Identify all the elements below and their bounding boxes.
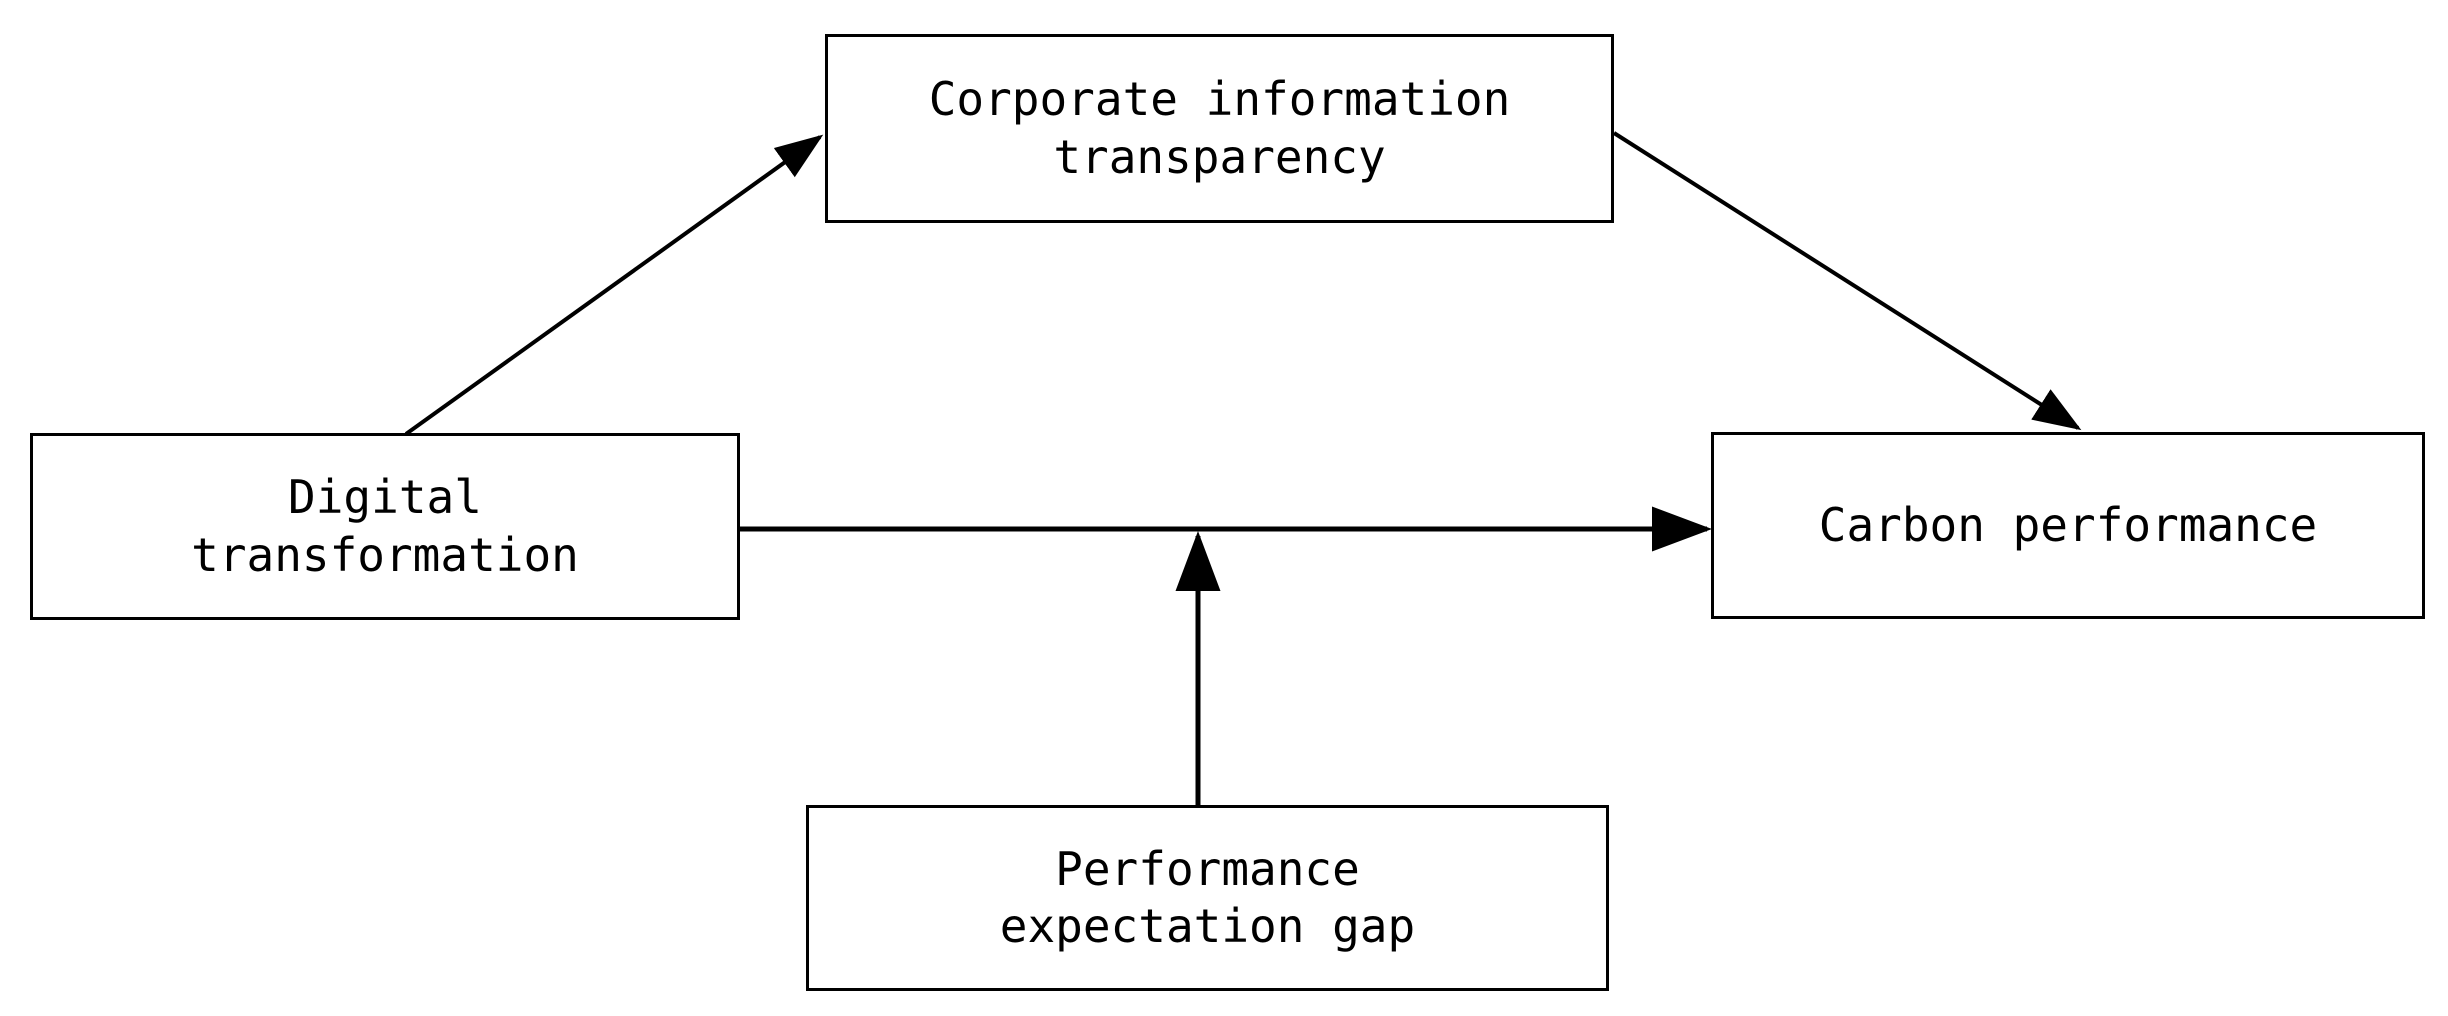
node-label-performance-expectation-gap: Performance expectation gap (999, 841, 1416, 953)
node-label-digital-transformation: Digital transformation (191, 470, 579, 582)
edge-transparency-to-carbon (1612, 131, 2082, 431)
node-label-corporate-information-transparency: Corporate information transparency (928, 72, 1511, 184)
node-performance-expectation-gap[interactable]: Performance expectation gap (806, 805, 1609, 991)
node-corporate-information-transparency[interactable]: Corporate information transparency (825, 34, 1614, 223)
node-carbon-performance[interactable]: Carbon performance (1711, 432, 2425, 619)
edge-digital-to-transparency (404, 134, 824, 436)
node-digital-transformation[interactable]: Digital transformation (30, 433, 740, 620)
node-label-carbon-performance: Carbon performance (1818, 497, 2318, 552)
